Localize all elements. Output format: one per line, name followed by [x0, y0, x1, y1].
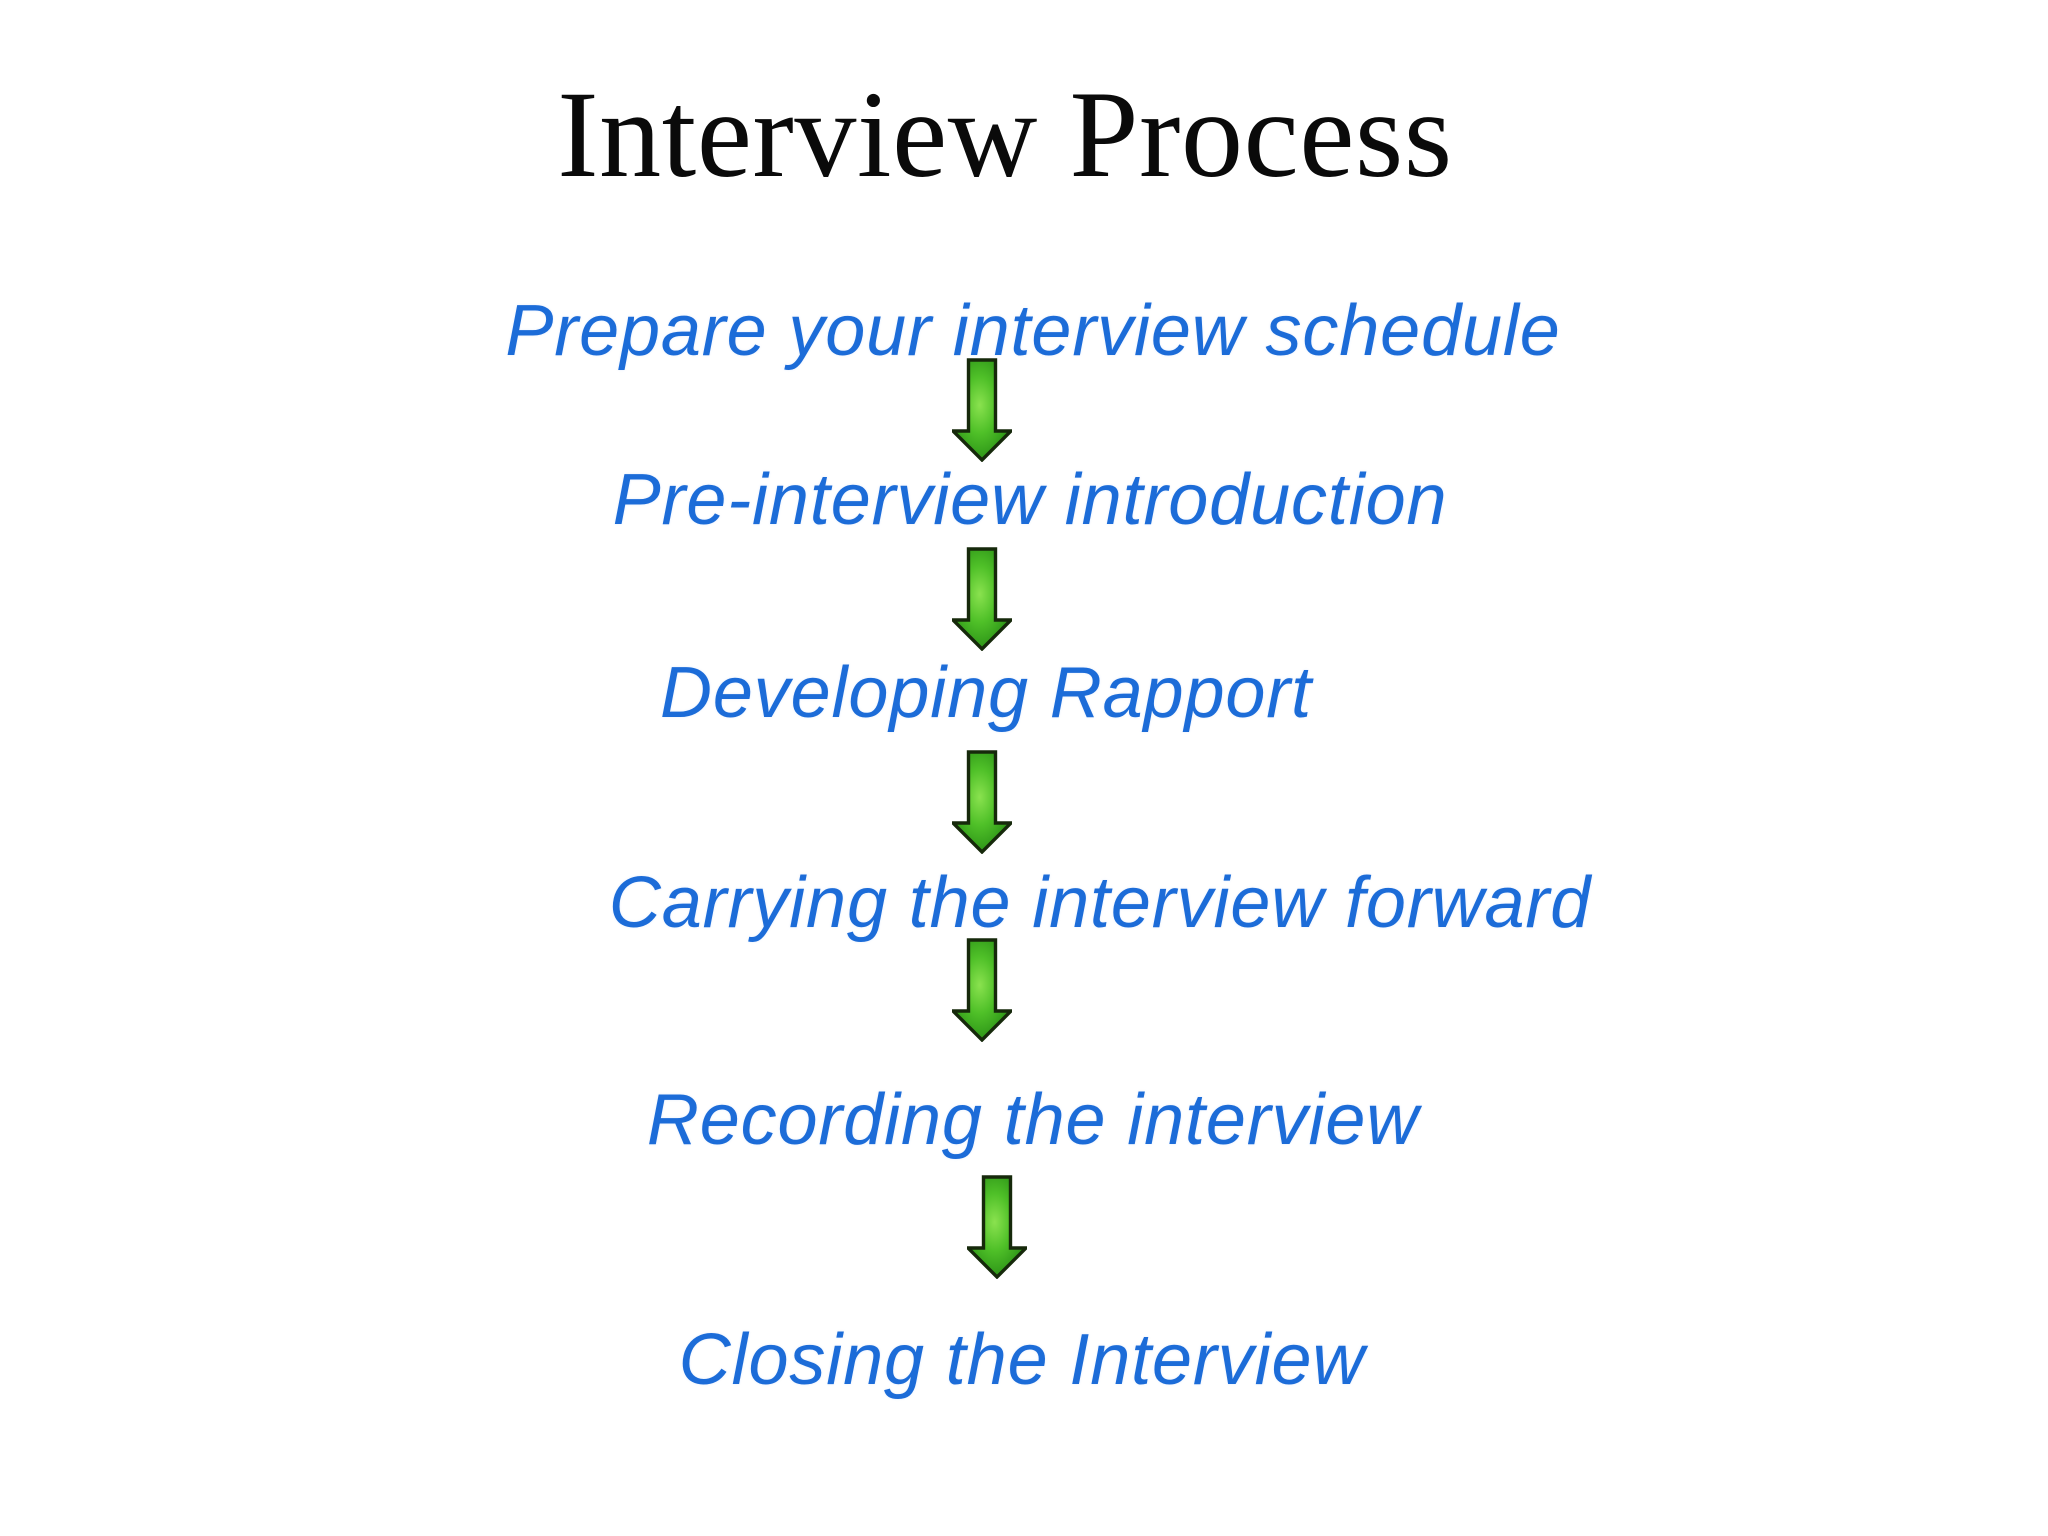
slide-title: Interview Process	[557, 66, 1453, 203]
down-arrow-icon	[952, 750, 1012, 854]
down-arrow-icon	[952, 938, 1012, 1042]
step-closing-interview: Closing the Interview	[678, 1320, 1366, 1400]
step-carrying-interview-forward: Carrying the interview forward	[608, 863, 1592, 943]
step-recording-interview: Recording the interview	[646, 1080, 1420, 1160]
step-developing-rapport: Developing Rapport	[660, 653, 1312, 733]
down-arrow-icon	[952, 358, 1012, 462]
down-arrow-icon	[952, 547, 1012, 651]
step-pre-interview-introduction: Pre-interview introduction	[612, 460, 1448, 540]
down-arrow-icon	[967, 1175, 1027, 1279]
step-prepare-schedule: Prepare your interview schedule	[505, 291, 1561, 371]
